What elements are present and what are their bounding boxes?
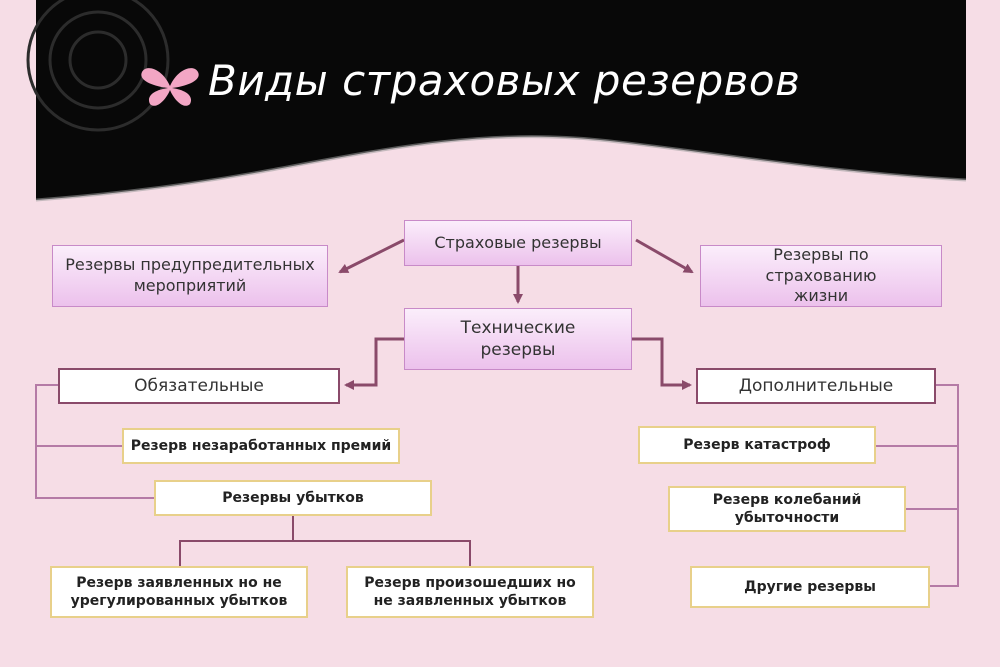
node-life-reserves-label: Резервы по страхованию жизни [765,244,877,306]
node-reported-unsettled: Резерв заявленных но не урегулированных … [50,566,308,618]
root-connectors [338,238,694,304]
node-additional-label: Дополнительные [738,375,894,396]
node-loss-reserves-label: Резервы убытков [222,489,364,506]
node-loss-ratio-fluctuation: Резерв колебаний убыточности [668,486,906,532]
node-technical-reserves: Технические резервы [404,308,632,370]
additional-bracket [930,384,959,587]
node-mandatory-label: Обязательные [134,375,264,396]
node-incurred-unreported-label: Резерв произошедших но не заявленных убы… [364,574,576,609]
node-technical-reserves-label: Технические резервы [460,317,576,360]
node-mandatory: Обязательные [58,368,340,404]
node-unearned-premiums: Резерв незаработанных премий [122,428,400,464]
losses-connectors [179,516,471,566]
node-incurred-unreported: Резерв произошедших но не заявленных убы… [346,566,594,618]
node-reported-unsettled-label: Резерв заявленных но не урегулированных … [70,574,288,609]
butterfly-icon [141,68,199,106]
header-wave-highlight [35,135,967,202]
node-catastrophe-reserve: Резерв катастроф [638,426,876,464]
mandatory-bracket [35,384,154,499]
node-insurance-reserves-label: Страховые резервы [434,232,602,252]
node-loss-reserves: Резервы убытков [154,480,432,516]
page-title: Виды страховых резервов [208,56,801,105]
node-additional: Дополнительные [696,368,936,404]
decorative-swirl [26,0,170,132]
node-other-reserves-label: Другие резервы [744,578,876,595]
node-catastrophe-reserve-label: Резерв катастроф [683,436,831,453]
header-band [36,0,966,200]
node-preventive-reserves-label: Резервы предупредительных мероприятий [65,255,315,295]
node-preventive-reserves: Резервы предупредительных мероприятий [52,245,328,307]
node-other-reserves: Другие резервы [690,566,930,608]
technical-connectors [344,337,692,390]
node-unearned-premiums-label: Резерв незаработанных премий [130,437,392,454]
node-life-reserves: Резервы по страхованию жизни [700,245,942,307]
node-insurance-reserves: Страховые резервы [404,220,632,266]
node-loss-ratio-fluctuation-label: Резерв колебаний убыточности [712,491,862,526]
